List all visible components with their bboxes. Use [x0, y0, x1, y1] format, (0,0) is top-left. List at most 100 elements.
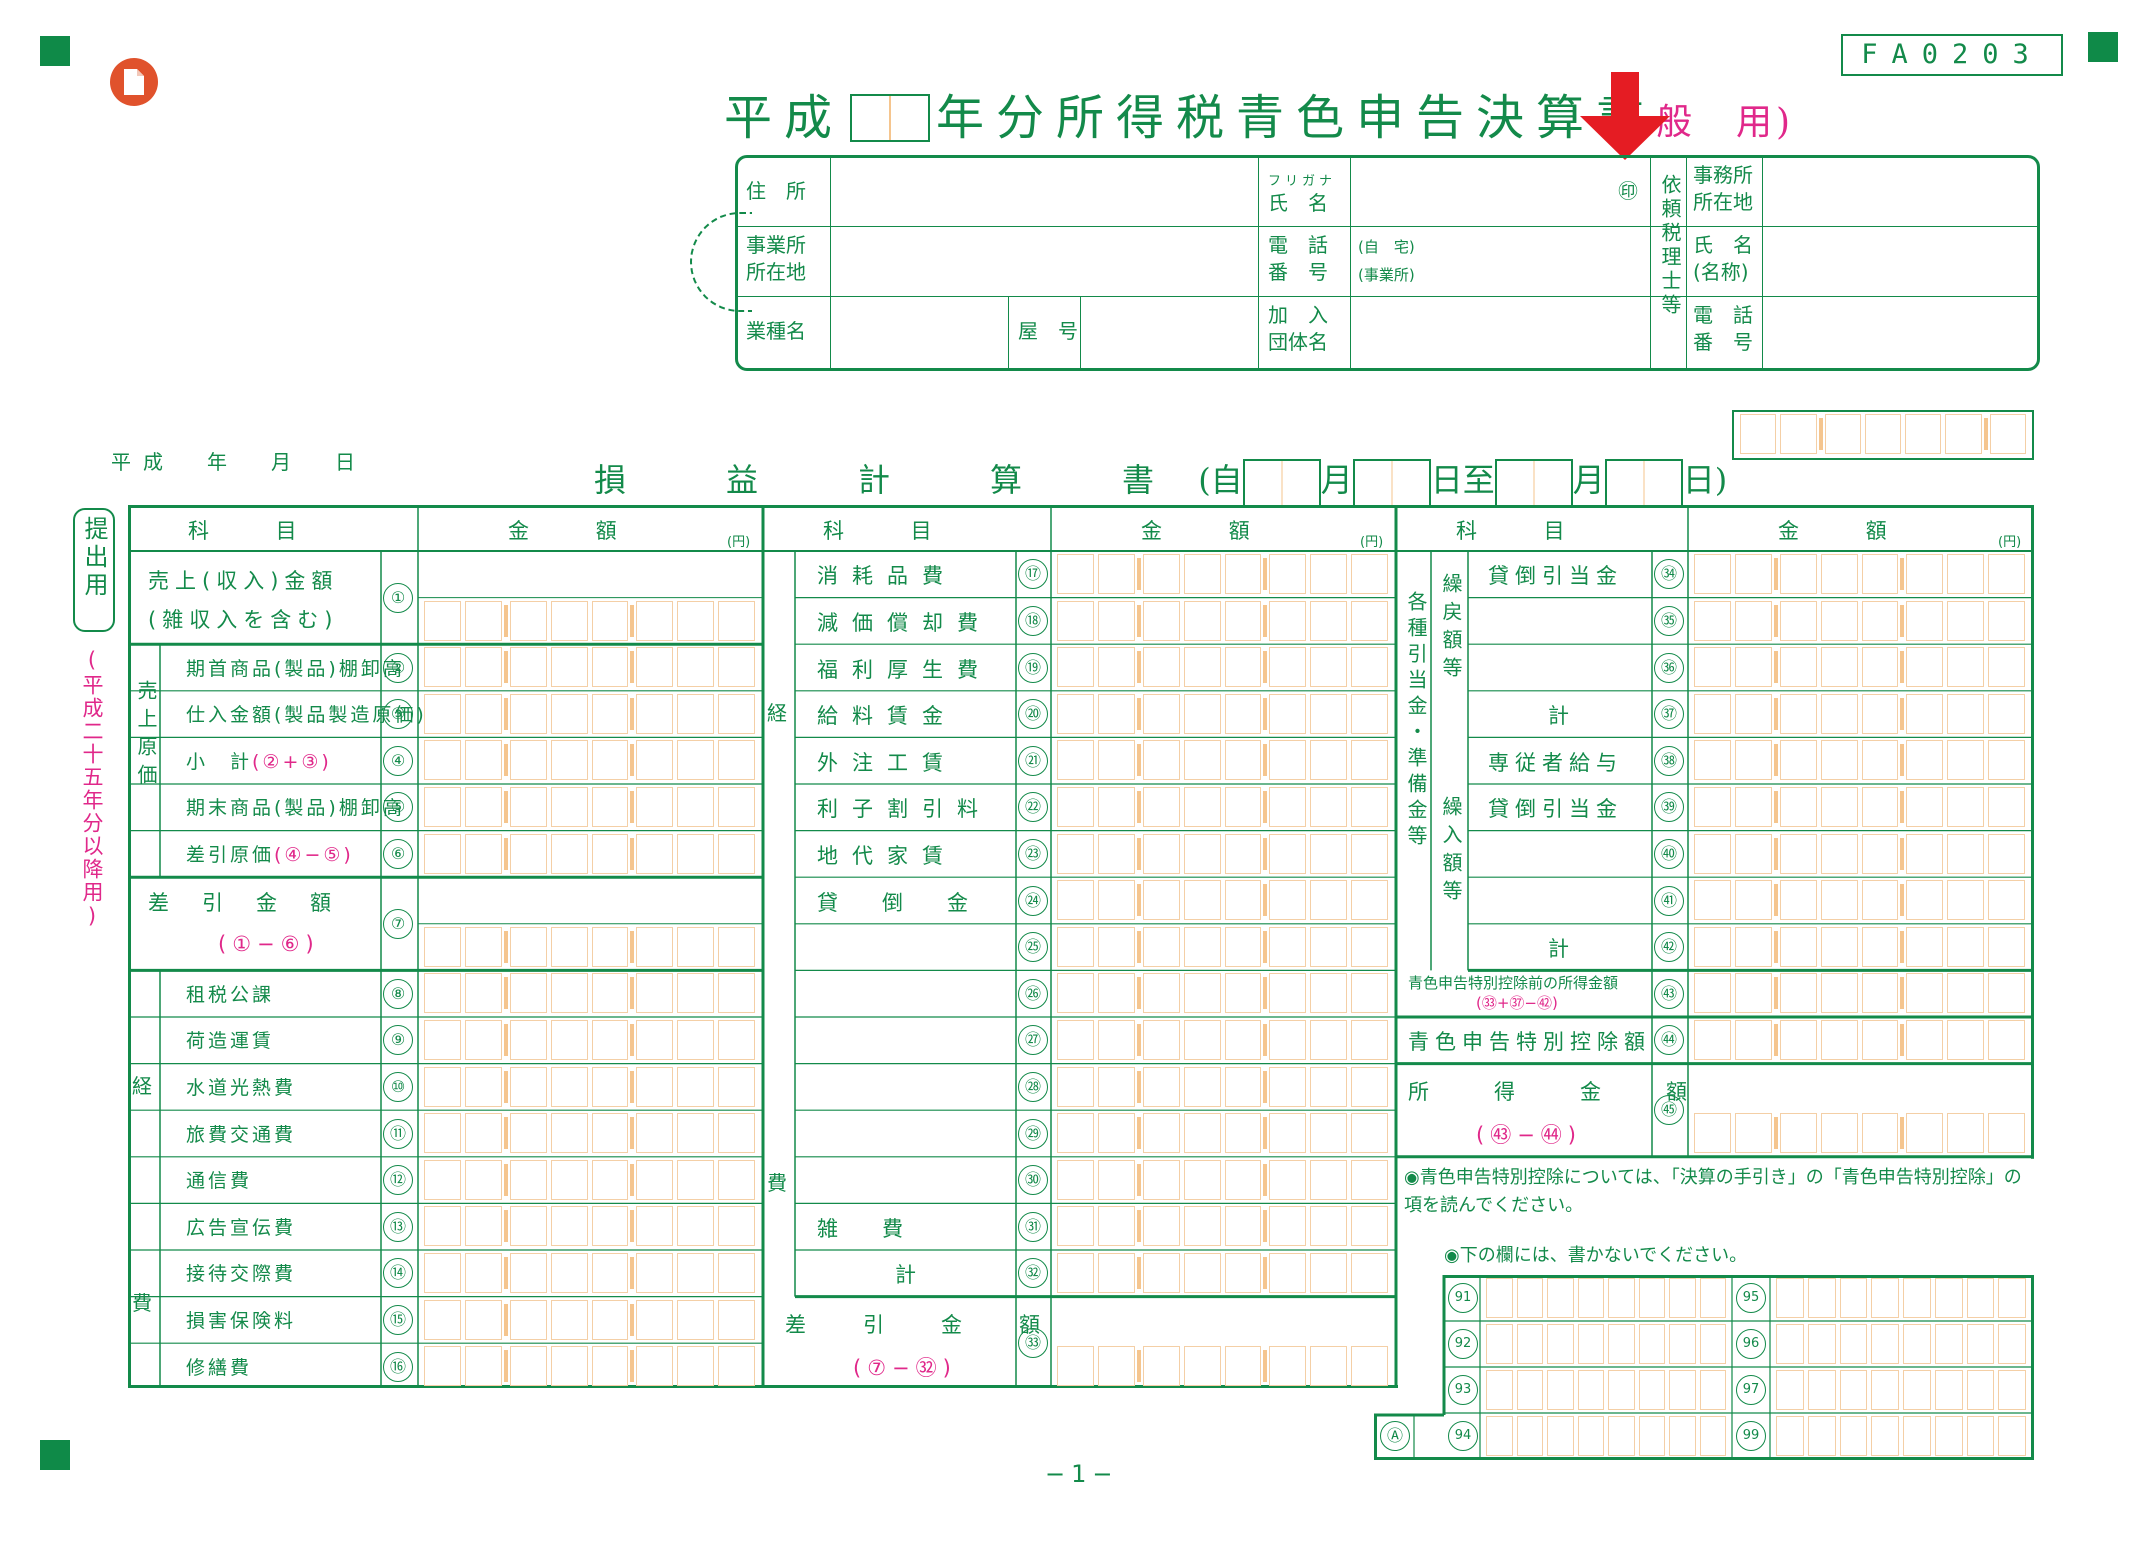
- amount-input[interactable]: [422, 1204, 757, 1248]
- amount-input[interactable]: [1055, 552, 1390, 596]
- amount-input[interactable]: [1055, 878, 1390, 922]
- amount-input[interactable]: [422, 1158, 757, 1202]
- pdf-document-icon[interactable]: [110, 58, 158, 106]
- amount-input[interactable]: [1055, 1204, 1390, 1248]
- amount-input[interactable]: [1692, 971, 2027, 1015]
- amount-input[interactable]: [1692, 1018, 2027, 1062]
- form-code: FA0203: [1841, 34, 2063, 76]
- amount-input[interactable]: [1055, 1251, 1390, 1295]
- amount-input[interactable]: [422, 925, 757, 969]
- amount-input[interactable]: [422, 971, 757, 1015]
- amount-input[interactable]: [422, 738, 757, 782]
- column-header-item: 科 目: [823, 519, 962, 543]
- row-number: ㉔: [1018, 885, 1048, 916]
- agent-office-field[interactable]: [1764, 160, 2034, 224]
- amount-input[interactable]: [1055, 925, 1390, 969]
- amount-input[interactable]: [1692, 738, 2027, 782]
- association-field[interactable]: [1352, 298, 1648, 366]
- amount-input[interactable]: [422, 1111, 757, 1155]
- amount-input[interactable]: [1055, 1111, 1390, 1155]
- office-use-input[interactable]: [1484, 1322, 1728, 1366]
- amount-input[interactable]: [1692, 692, 2027, 736]
- office-use-input[interactable]: [1484, 1414, 1728, 1458]
- amount-input[interactable]: [422, 692, 757, 736]
- column-header-item: 科 目: [188, 519, 327, 543]
- amount-input[interactable]: [1055, 692, 1390, 736]
- amount-input[interactable]: [1055, 738, 1390, 782]
- amount-input[interactable]: [422, 1344, 757, 1388]
- table-grid: [128, 505, 2034, 1388]
- yen-unit: (円): [1360, 535, 1384, 550]
- row-number: ㉒: [1018, 792, 1048, 823]
- amount-input[interactable]: [1055, 599, 1390, 643]
- amount-input[interactable]: [422, 1298, 757, 1342]
- association-label: 加 入 団体名: [1268, 303, 1328, 354]
- amount-input[interactable]: [1692, 1111, 2027, 1155]
- amount-input[interactable]: [1055, 832, 1390, 876]
- from-month-box[interactable]: [1242, 458, 1321, 507]
- pl-month: 月: [1320, 461, 1353, 499]
- amount-input[interactable]: [1055, 645, 1390, 689]
- amount-input[interactable]: [1692, 599, 2027, 643]
- amount-input[interactable]: [1055, 1018, 1390, 1062]
- office-use-input[interactable]: [1774, 1276, 2028, 1320]
- pl-title: 損 益 計 算 書 (自月日至月日): [594, 455, 1727, 507]
- office-use-input[interactable]: [1484, 1276, 1728, 1320]
- trade-name-field[interactable]: [1082, 298, 1256, 366]
- row-label: 修繕費: [186, 1356, 253, 1379]
- row-number: ⑮: [383, 1304, 413, 1335]
- agent-phone-field[interactable]: [1764, 298, 2034, 366]
- amount-input[interactable]: [1692, 832, 2027, 876]
- row-number: ⑥: [383, 838, 413, 869]
- title-year-box[interactable]: [850, 93, 931, 142]
- row-number: ㊷: [1654, 932, 1684, 963]
- amount-input[interactable]: [1692, 552, 2027, 596]
- amount-input[interactable]: [422, 599, 757, 643]
- business-type-field[interactable]: [832, 298, 1006, 366]
- from-day-box[interactable]: [1352, 458, 1431, 507]
- pl-title-text: 損 益 計 算 書: [594, 461, 1189, 499]
- row-number: ㉕: [1018, 932, 1048, 963]
- amount-input[interactable]: [422, 1251, 757, 1295]
- amount-input[interactable]: [422, 1018, 757, 1062]
- row-label: 通信費: [186, 1170, 253, 1193]
- agent-office-label: 事務所 所在地: [1693, 163, 1753, 214]
- row-formula: (①−⑥): [218, 932, 320, 957]
- amount-input[interactable]: [422, 1065, 757, 1109]
- group-label-transfer: 繰入額等: [1439, 796, 1463, 908]
- to-day-box[interactable]: [1604, 458, 1683, 507]
- row-number: ㊴: [1654, 792, 1684, 823]
- row-label: 期首商品(製品)棚卸高: [186, 657, 405, 680]
- office-use-input[interactable]: [1774, 1322, 2028, 1366]
- group-label-expenses-left-1: 経: [132, 1073, 158, 1098]
- to-month-box[interactable]: [1494, 458, 1573, 507]
- office-use-input[interactable]: [1774, 1368, 2028, 1412]
- office-use-input[interactable]: [1484, 1368, 1728, 1412]
- amount-input[interactable]: [1692, 645, 2027, 689]
- name-field[interactable]: [1352, 160, 1612, 224]
- amount-input[interactable]: [1055, 785, 1390, 829]
- office-use-input[interactable]: [1774, 1414, 2028, 1458]
- amount-input[interactable]: [1692, 878, 2027, 922]
- row-number: ⑳: [1018, 699, 1048, 730]
- column-header-amount: 金 額: [1778, 519, 1917, 543]
- address-field[interactable]: [832, 160, 1256, 224]
- amount-input[interactable]: [1055, 1158, 1390, 1202]
- phone-field[interactable]: [1438, 228, 1648, 294]
- amount-input[interactable]: [422, 645, 757, 689]
- row-formula: (㊸−㊹): [1476, 1122, 1582, 1147]
- amount-input[interactable]: [1055, 971, 1390, 1015]
- amount-input[interactable]: [1692, 785, 2027, 829]
- amount-input[interactable]: [1692, 925, 2027, 969]
- group-label-expenses-mid-1: 経: [767, 700, 793, 725]
- amount-input[interactable]: [422, 832, 757, 876]
- agent-name-field[interactable]: [1764, 228, 2034, 294]
- office-address-field[interactable]: [832, 228, 1256, 294]
- amount-input[interactable]: [1055, 1065, 1390, 1109]
- amount-input[interactable]: [422, 785, 757, 829]
- group-label-expenses-mid-2: 費: [767, 1170, 793, 1195]
- amount-input[interactable]: [1055, 1344, 1390, 1388]
- tax-agent-label: 依頼税理士等: [1658, 174, 1682, 318]
- row-number: ⑯: [383, 1351, 413, 1382]
- yen-unit: (円): [1998, 535, 2022, 550]
